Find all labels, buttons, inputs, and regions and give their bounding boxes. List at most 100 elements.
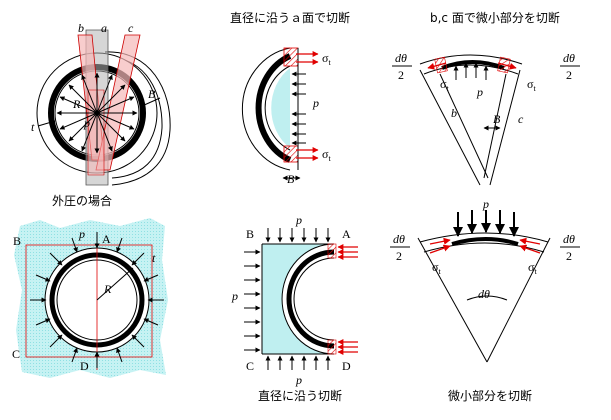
ext-element-sigma-left: σt — [432, 260, 441, 276]
element-arc-outer — [419, 54, 523, 65]
ring-external-pressure: B A C D p R t — [12, 218, 168, 378]
corner-D: D — [80, 359, 89, 373]
element-label-p: p — [476, 85, 483, 99]
ext-dtheta-right-num: dθ — [563, 232, 575, 246]
half-ext-cut-top — [327, 243, 337, 259]
label-p: p — [83, 116, 90, 130]
element-stress-right — [497, 62, 517, 70]
half-ring-external: B A C D p p p — [231, 213, 358, 387]
ext-element-stress-left-1 — [429, 244, 451, 254]
half-ext-wall — [286, 249, 335, 349]
dtheta-left-den: 2 — [398, 68, 404, 82]
label-p-half: p — [312, 96, 319, 110]
ext-dtheta-arc — [466, 295, 508, 301]
caption-external-pressure: 外圧の場合 — [52, 193, 112, 208]
ring-depth-inner — [109, 57, 163, 179]
ext-wedge-left — [417, 237, 488, 363]
half-ring-inner-arc — [264, 65, 291, 151]
ext-element-stress-right-1 — [519, 244, 541, 254]
caption-top-middle: 直径に沿うａ面で切断 — [230, 10, 350, 25]
half-ring-outer-arc — [241, 47, 291, 171]
half-ext-p-bottom: p — [295, 373, 302, 387]
half-corner-C: C — [246, 359, 254, 373]
label-b: b — [78, 21, 84, 35]
corner-C: C — [12, 347, 20, 361]
label-B-half: B — [287, 172, 295, 186]
corner-A: A — [102, 232, 111, 246]
half-corner-A: A — [342, 227, 351, 241]
ext-element-arc-inner — [423, 242, 545, 253]
half-ext-inner — [293, 257, 335, 341]
ext-element-arc-outer — [419, 232, 549, 243]
ext-element-stress-right-2 — [519, 237, 541, 245]
ext-element-stress-left-2 — [429, 237, 451, 245]
half-ext-cut-bottom — [327, 339, 337, 355]
half-corner-B: B — [246, 227, 254, 241]
half-corner-D: D — [342, 359, 351, 373]
half-ring-wall — [255, 53, 292, 163]
element-label-B: B — [493, 112, 501, 126]
wedge-c-line — [483, 73, 507, 179]
element-external: p dθ 2 dθ 2 σt σt dθ — [390, 197, 580, 363]
ext-dtheta-left-den: 2 — [396, 249, 402, 263]
ext-wedge-right — [486, 237, 551, 363]
half-ext-top-arrows — [265, 228, 331, 243]
element-wall — [441, 60, 505, 70]
half-ext-stress-top — [337, 244, 358, 260]
half-ext-p-left: p — [231, 289, 238, 303]
sigma-top: σt — [322, 51, 331, 67]
label-B: B — [148, 87, 156, 101]
ext-element-pressure — [453, 210, 519, 237]
half-ring-interior — [271, 68, 290, 148]
element-label-c: c — [518, 112, 524, 126]
cut-section-top — [283, 47, 299, 67]
label-a: a — [101, 21, 107, 35]
ext-label-R: R — [103, 282, 112, 296]
ext-element-dtheta: dθ — [478, 287, 490, 301]
caption-bottom-middle: 直径に沿う切断 — [258, 388, 342, 403]
ext-dtheta-left-num: dθ — [393, 232, 405, 246]
half-ext-bottom-arrows — [265, 355, 331, 370]
wedge-left — [419, 69, 481, 186]
plane-c — [95, 34, 141, 171]
external-pressure-arrows — [30, 232, 164, 368]
ring-internal-pressure: b a c R p B t — [31, 21, 171, 186]
B-pointer — [141, 97, 161, 107]
wedge-right — [489, 69, 521, 186]
ext-element-p: p — [482, 197, 489, 211]
dtheta-left-num: dθ — [395, 51, 407, 65]
ext-label-p: p — [78, 227, 85, 241]
ext-dtheta-right-den: 2 — [566, 249, 572, 263]
cut-section-bottom — [283, 145, 299, 163]
ext-label-t: t — [152, 251, 156, 265]
caption-top-right: b,c 面で微小部分を切断 — [430, 10, 560, 25]
t-pointer — [37, 119, 56, 127]
caption-bottom-right: 微小部分を切断 — [448, 388, 532, 403]
internal-pressure-arrows — [56, 72, 138, 154]
half-ext-left-arrows — [244, 249, 261, 353]
element-arc-inner — [423, 64, 519, 75]
half-ext-stress-bottom — [337, 339, 358, 355]
radius-line — [96, 267, 134, 301]
sigma-bottom: σt — [322, 147, 331, 163]
ext-element-sigma-right: σt — [528, 260, 537, 276]
element-sigma-left: σt — [440, 77, 449, 93]
element-stress-left — [427, 62, 447, 70]
label-R: R — [72, 97, 81, 111]
element-internal: dθ 2 dθ 2 σt σt p b c B — [392, 51, 580, 186]
element-label-b: b — [451, 106, 457, 120]
label-t: t — [31, 120, 35, 134]
ring-depth-outline — [104, 51, 171, 186]
ext-element-wall — [451, 237, 519, 246]
half-ring-internal: σt σt p B — [241, 47, 331, 186]
half-ext-p-top: p — [295, 213, 302, 227]
plane-lower-pink — [87, 89, 105, 176]
dtheta-right-den: 2 — [566, 68, 572, 82]
pressure-arrows-cut — [291, 71, 306, 146]
wedge-b-line — [439, 73, 489, 179]
element-sigma-right: σt — [527, 77, 536, 93]
label-c: c — [128, 21, 134, 35]
dtheta-right-num: dθ — [563, 51, 575, 65]
corner-B: B — [13, 234, 21, 248]
